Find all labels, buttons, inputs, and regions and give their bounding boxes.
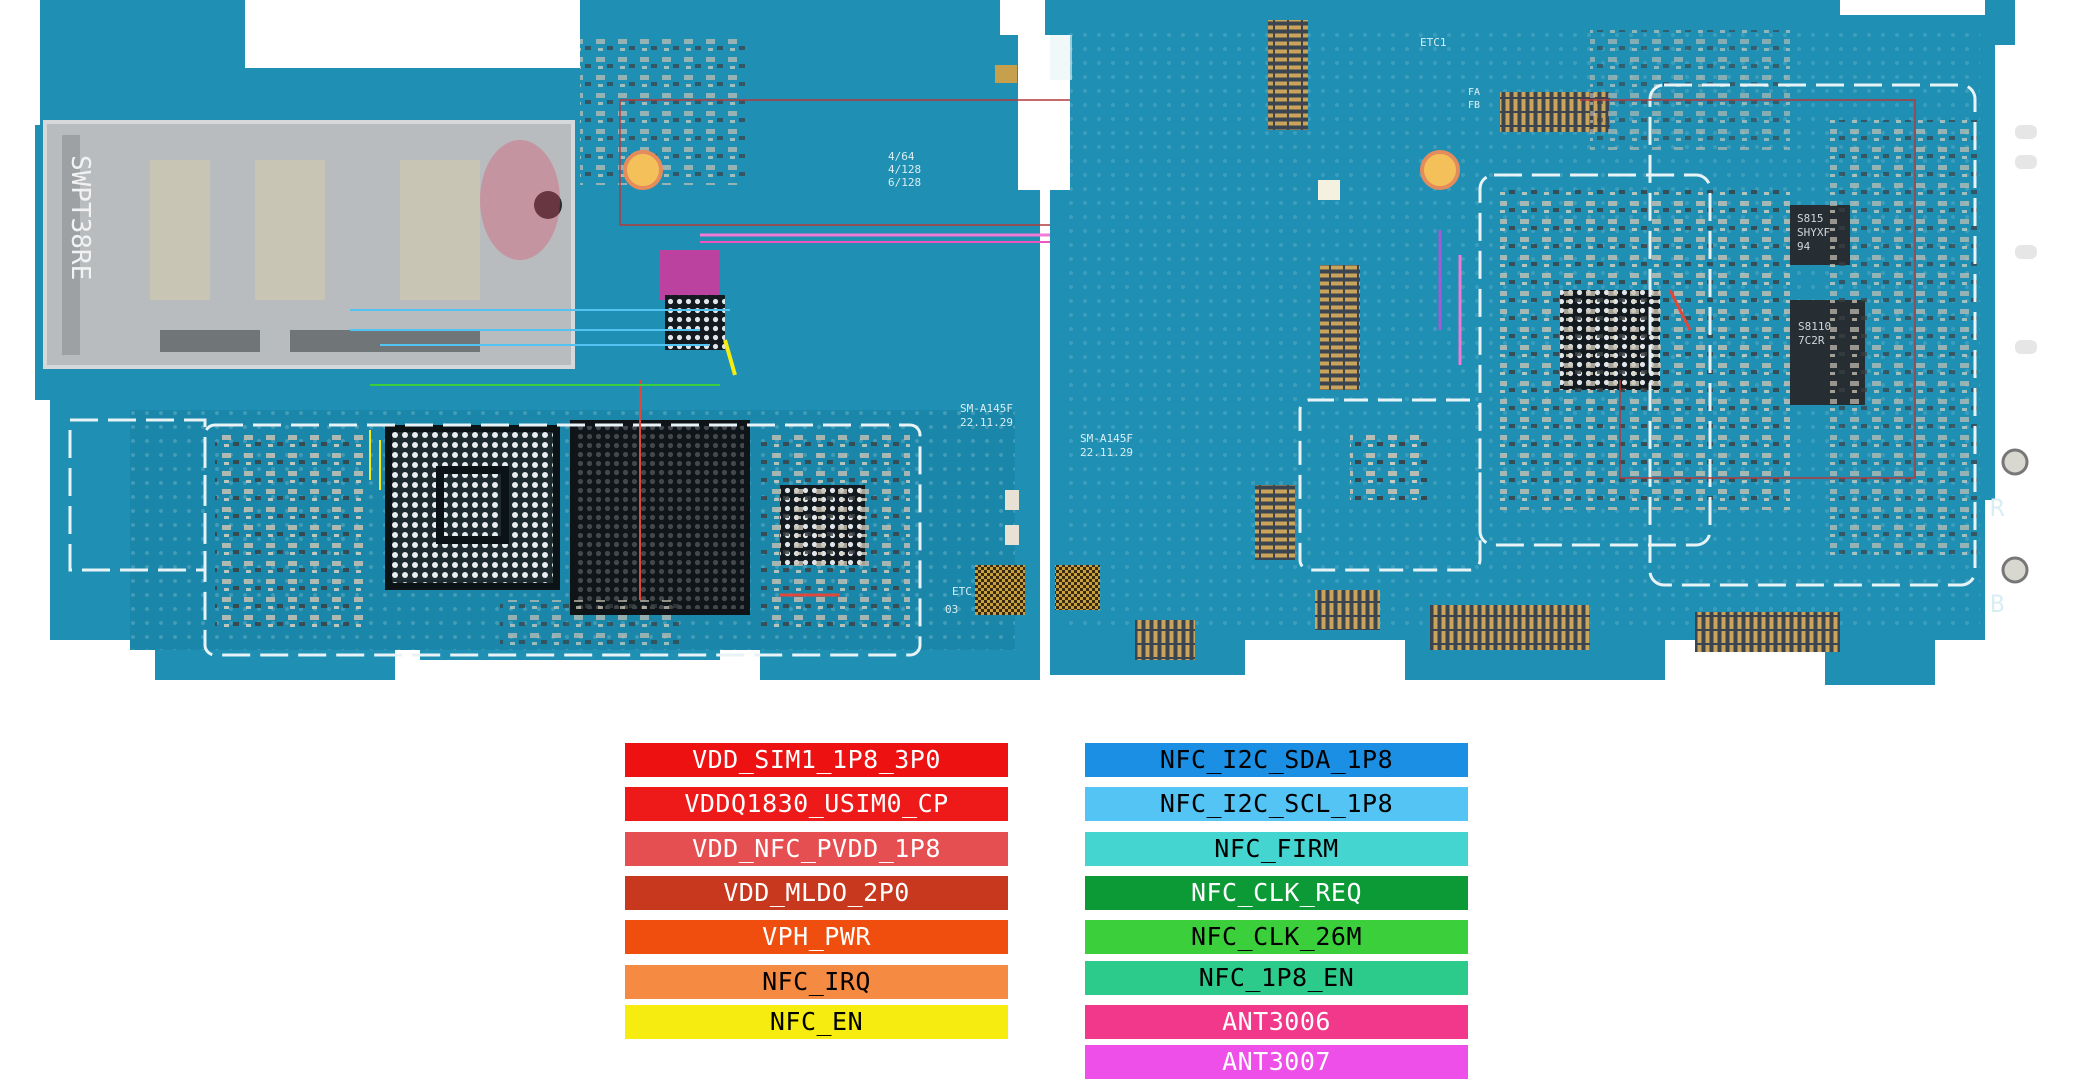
legend-item-right-4: NFC_CLK_26M <box>1085 920 1468 954</box>
right-board-date: 22.11.29 <box>1080 446 1133 459</box>
connector-mid <box>1320 265 1360 390</box>
sim-tray-label: SWPT38RE <box>65 155 95 280</box>
connector-top <box>1268 20 1308 130</box>
left-board: SWPT38RE <box>35 0 1580 680</box>
qr-code <box>975 565 1025 615</box>
legend-item-left-2: VDD_NFC_PVDD_1P8 <box>625 832 1008 866</box>
legend-item-right-5: NFC_1P8_EN <box>1085 961 1468 995</box>
left-board-model: SM-A145F <box>960 402 1013 415</box>
legend-item-right-1: NFC_I2C_SCL_1P8 <box>1085 787 1468 821</box>
mem-code-3: 6/128 <box>888 176 921 189</box>
legend-item-right-2: NFC_FIRM <box>1085 832 1468 866</box>
legend-item-right-3: NFC_CLK_REQ <box>1085 876 1468 910</box>
legend-item-left-3: VDD_MLDO_2P0 <box>625 876 1008 910</box>
right-board-model: SM-A145F <box>1080 432 1133 445</box>
etc-top-label: ETC1 <box>1420 36 1447 49</box>
legend-item-left-5: NFC_IRQ <box>625 965 1008 999</box>
etc-left-number: 03 <box>945 603 958 616</box>
connector-left <box>1255 485 1295 560</box>
legend-item-left-4: VPH_PWR <box>625 920 1008 954</box>
connector-bottom <box>1430 605 1590 650</box>
fb-label: FB <box>1468 100 1480 111</box>
chip-mark-2: SHYXF <box>1797 226 1830 239</box>
sim-tray: SWPT38RE <box>43 120 575 369</box>
chip-mark-3: 94 <box>1797 240 1811 253</box>
etc-left-label: ETC <box>952 585 972 598</box>
connector-bottom-right <box>1695 612 1840 652</box>
legend-item-right-6: ANT3006 <box>1085 1005 1468 1039</box>
legend-item-left-6: NFC_EN <box>625 1005 1008 1039</box>
right-board: S815 SHYXF 94 S8110 7C2R SM-A145F 22.11.… <box>1045 0 2037 685</box>
fa-label: FA <box>1468 87 1480 98</box>
legend-item-right-0: NFC_I2C_SDA_1P8 <box>1085 743 1468 777</box>
side-mark-r: R <box>1990 494 2005 522</box>
nfc-ic <box>660 250 720 300</box>
legend-item-left-1: VDDQ1830_USIM0_CP <box>625 787 1008 821</box>
side-mark-b: B <box>1990 590 2004 618</box>
chip2-mark-1: S8110 <box>1798 320 1831 333</box>
mem-code-2: 4/128 <box>888 163 921 176</box>
chip2-mark-2: 7C2R <box>1798 334 1825 347</box>
chip-mark-1: S815 <box>1797 212 1824 225</box>
legend-item-right-7: ANT3007 <box>1085 1045 1468 1079</box>
mem-code-1: 4/64 <box>888 150 915 163</box>
qr-code-right <box>1055 565 1100 610</box>
left-board-date: 22.11.29 <box>960 416 1013 429</box>
legend-item-left-0: VDD_SIM1_1P8_3P0 <box>625 743 1008 777</box>
